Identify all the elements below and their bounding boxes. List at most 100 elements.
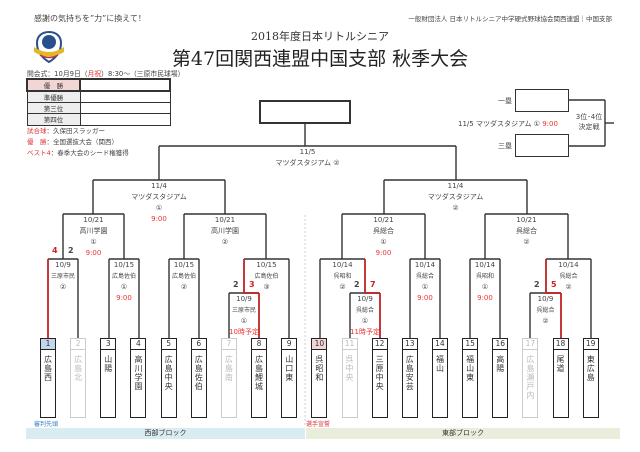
- match-court: ③: [263, 283, 270, 291]
- team-name: 高陽: [495, 355, 505, 373]
- match-time: 9:00: [116, 294, 132, 302]
- match-court: ②: [339, 283, 346, 291]
- result-row: 第四位: [26, 113, 171, 126]
- match-score: 7: [370, 280, 376, 289]
- match-venue: 広島佐伯: [111, 273, 136, 280]
- note-champion: 優 勝：全国選抜大会（関西）: [27, 138, 118, 146]
- match-venue: 呉総合: [355, 307, 374, 314]
- match-time: 10時予定: [229, 328, 259, 336]
- team-number: 13: [402, 339, 417, 350]
- match-court: ①: [481, 283, 489, 291]
- opening-ceremony: 開会式：10月9日（月祝）8:30～（三原市民球場）: [27, 70, 185, 78]
- match-court: ①: [155, 204, 163, 212]
- match-label: 10/21 高川学園 ① 9:00: [54, 215, 134, 259]
- third-place-label: 3位･4位決定戦: [575, 113, 603, 131]
- result-row: 準優勝: [26, 90, 171, 103]
- oath-note: 選手宣誓: [306, 421, 331, 428]
- match-venue: マツダスタジアム: [427, 193, 484, 201]
- match-venue: 呉総合: [536, 307, 555, 314]
- match-date: 11/4: [151, 182, 167, 190]
- match-court: ②: [180, 283, 188, 291]
- match-venue: マツダスタジアム ②: [275, 159, 340, 167]
- first-base-label: 一塁: [498, 97, 512, 105]
- match-label: 11/5 マツダスタジアム ②: [268, 147, 348, 169]
- team-slot: 6 広島佐伯: [190, 338, 207, 418]
- team-number: 8: [252, 339, 267, 350]
- match-date: 10/9: [537, 295, 554, 303]
- match-score: 4: [52, 246, 58, 255]
- team-slot: 16 高陽: [492, 338, 509, 418]
- team-name: 尾道: [556, 355, 566, 373]
- east-block: 東部ブロック: [306, 428, 620, 439]
- match-date: 10/9: [236, 295, 252, 303]
- match-date: 10/9: [55, 261, 71, 269]
- match-venue: 呉総合: [516, 227, 537, 235]
- team-number: 16: [493, 339, 508, 350]
- results-table: 優 勝 準優勝 第三位 第四位: [26, 78, 171, 126]
- team-name: 広島南: [224, 355, 234, 382]
- match-date: 10/21: [214, 216, 236, 224]
- match-date: 10/9: [357, 295, 373, 303]
- match-date: 10/14: [414, 261, 436, 269]
- match-venue: 呉総合: [373, 227, 394, 235]
- subtitle: 2018年度日本リトルシニア: [251, 30, 389, 43]
- match-venue: 三原市民: [50, 273, 75, 280]
- organization: 一般財団法人 日本リトルシニア中学硬式野球協会関西連盟｜中国支部: [408, 15, 612, 23]
- champion-box: [259, 100, 351, 124]
- team-number: 7: [221, 339, 236, 350]
- team-name: 広島西: [43, 355, 53, 382]
- team-number: 14: [432, 339, 447, 350]
- match-score: 2: [354, 280, 360, 289]
- match-time: 9:00: [85, 249, 102, 257]
- match-label: 10/9 呉総合 ②: [506, 294, 586, 327]
- match-court: ①: [90, 238, 97, 246]
- match-venue: 高川学園: [79, 227, 108, 235]
- match-score: 2: [534, 280, 540, 289]
- match-court: ②: [59, 283, 67, 291]
- team-name: 広島佐伯: [194, 355, 204, 391]
- team-name: 広島安芸: [405, 355, 415, 391]
- team-number: 6: [191, 339, 206, 350]
- match-court: ②: [542, 317, 549, 325]
- match-court: ①: [240, 317, 248, 325]
- match-date: 10/15: [256, 261, 277, 269]
- match-venue: 呉総合: [559, 273, 578, 280]
- team-name: 東広島: [586, 355, 596, 382]
- team-name: 広島鯉城: [254, 355, 264, 391]
- umpire-note: 審判先頭: [34, 421, 59, 428]
- match-venue: 広島佐伯: [171, 273, 196, 280]
- match-venue: マツダスタジアム: [131, 193, 187, 201]
- team-number: 19: [583, 339, 598, 350]
- match-label: 10/9 三原市民 ②: [23, 260, 103, 293]
- team-name: 高川学園: [133, 355, 143, 391]
- team-slot: 19 東広島: [582, 338, 599, 418]
- page-title: 第47回関西連盟中国支部 秋季大会: [171, 48, 469, 70]
- match-date: 10/15: [113, 261, 135, 269]
- match-date: 11/5: [299, 148, 316, 156]
- match-date: 10/15: [173, 261, 195, 269]
- west-block: 西部ブロック: [26, 428, 305, 439]
- result-row: 優 勝: [26, 78, 171, 92]
- match-court: ②: [523, 238, 530, 246]
- team-name: 福山: [435, 355, 445, 373]
- team-name: 呉中央: [345, 355, 354, 382]
- team-slot: 14 福山: [431, 338, 448, 418]
- third-place-first-base-box: [515, 89, 569, 112]
- team-name: 山口東: [284, 355, 294, 382]
- match-date: 10/21: [83, 216, 104, 224]
- match-time: 9:00: [477, 294, 493, 302]
- team-slot: 8 広島鯉城: [251, 338, 268, 418]
- team-number: 3: [101, 339, 116, 350]
